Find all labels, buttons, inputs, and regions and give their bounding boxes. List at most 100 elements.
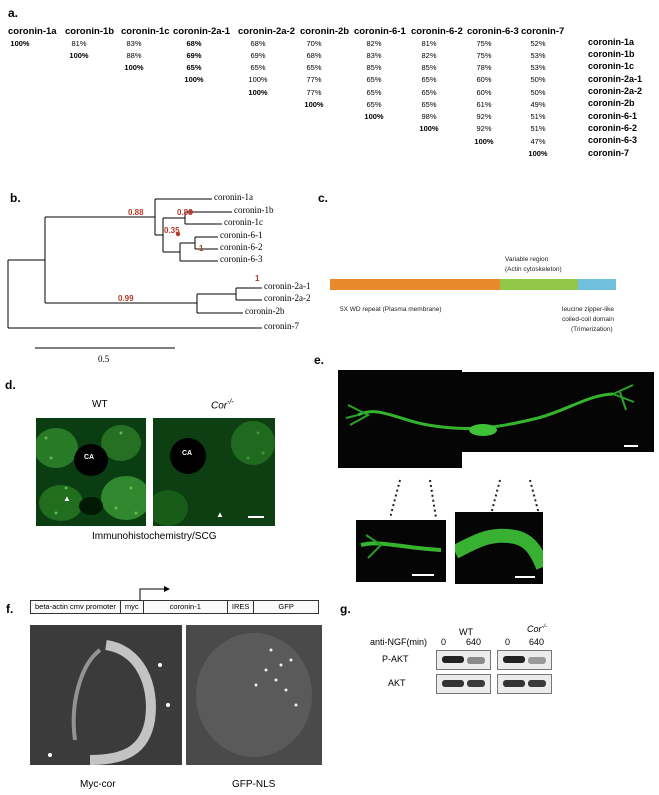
ca-label: CA bbox=[182, 450, 193, 457]
micrograph-wt: CA ▲ bbox=[36, 418, 146, 526]
construct-myc: myc bbox=[121, 601, 144, 613]
table-cell: 85% bbox=[366, 63, 382, 72]
coiled-coil-domain bbox=[578, 279, 616, 290]
table-cell: 77% bbox=[306, 75, 322, 84]
table-cell: 53% bbox=[530, 63, 546, 72]
row-label: coronin-1c bbox=[588, 61, 635, 71]
scale-bar-label: 0.5 bbox=[98, 354, 110, 364]
arrowhead-icon: ▲ bbox=[63, 494, 71, 503]
panel-d-caption: Immunohistochemistry/SCG bbox=[92, 531, 217, 542]
blot-akt-wt bbox=[436, 674, 491, 694]
panel-d-label: d. bbox=[5, 378, 16, 392]
table-cell: 65% bbox=[421, 100, 437, 109]
row-label: coronin-6-1 bbox=[588, 111, 638, 121]
cor-knockout-label: Cor-/- bbox=[211, 399, 234, 412]
row-label: coronin-6-3 bbox=[588, 135, 638, 145]
time-640-cor: 640 bbox=[529, 637, 545, 647]
column-header: coronin-1b bbox=[65, 26, 115, 37]
table-cell: 81% bbox=[421, 39, 437, 48]
column-header: coronin-6-1 bbox=[354, 26, 406, 37]
table-cell: 52% bbox=[530, 39, 546, 48]
image-myc-cor bbox=[30, 625, 182, 765]
wt-label: WT bbox=[92, 399, 108, 410]
anti-ngf-label: anti-NGF(min) bbox=[370, 637, 428, 647]
scale-bar bbox=[248, 516, 264, 518]
bootstrap-value: 1 bbox=[199, 244, 204, 253]
zoom-inset-right bbox=[455, 512, 543, 584]
leucine-label: leucine zipper-like bbox=[562, 306, 615, 313]
promoter-arrow-icon bbox=[139, 586, 170, 601]
bootstrap-value: 1 bbox=[255, 274, 260, 283]
column-header: coronin-1c bbox=[121, 26, 170, 37]
leaf-coronin-2a-2: coronin-2a-2 bbox=[264, 293, 311, 303]
row-label: coronin-2a-1 bbox=[588, 74, 643, 84]
table-cell: 75% bbox=[476, 51, 492, 60]
ca-label: CA bbox=[84, 454, 95, 461]
table-cell: 65% bbox=[306, 63, 322, 72]
row-label: coronin-2a-2 bbox=[588, 86, 643, 96]
row-label: coronin-2b bbox=[588, 98, 635, 108]
table-cell: 65% bbox=[250, 63, 266, 72]
column-header: coronin-2a-1 bbox=[173, 26, 231, 37]
table-cell: 83% bbox=[126, 39, 142, 48]
wt-tissue-image bbox=[36, 418, 146, 526]
western-cor-label: Cor-/- bbox=[527, 624, 548, 634]
phylogenetic-tree bbox=[7, 198, 262, 349]
wd-repeat-domain bbox=[330, 279, 500, 290]
band bbox=[467, 680, 485, 687]
table-cell: 100% bbox=[304, 100, 324, 109]
table-cell: 60% bbox=[476, 75, 492, 84]
band bbox=[528, 657, 546, 664]
blot-akt-cor bbox=[497, 674, 552, 694]
table-cell: 49% bbox=[530, 100, 546, 109]
table-cell: 65% bbox=[366, 88, 382, 97]
bootstrap-value: 0.35 bbox=[164, 226, 180, 235]
zoom-inset-left bbox=[356, 520, 446, 582]
time-640-wt: 640 bbox=[466, 637, 482, 647]
table-cell: 51% bbox=[530, 124, 546, 133]
variable-region-sub: (Actin cytoskeleton) bbox=[505, 266, 562, 273]
zoom-indicator-lines bbox=[390, 479, 541, 519]
construct-diagram: beta-actin cmv promoter myc coronin-1 IR… bbox=[30, 600, 319, 614]
band bbox=[503, 680, 525, 687]
table-cell: 81% bbox=[71, 39, 87, 48]
panel-g-label: g. bbox=[340, 602, 351, 616]
panel-f-label: f. bbox=[6, 602, 14, 616]
table-cell: 100% bbox=[364, 112, 384, 121]
bootstrap-value: 0.88 bbox=[177, 208, 193, 217]
table-cell: 92% bbox=[476, 112, 492, 121]
leaf-coronin-6-2: coronin-6-2 bbox=[220, 242, 263, 252]
table-cell: 50% bbox=[530, 75, 546, 84]
leaf-coronin-6-1: coronin-6-1 bbox=[220, 230, 263, 240]
table-cell: 100% bbox=[419, 124, 439, 133]
trimerization-label: (Trimerization) bbox=[571, 326, 613, 333]
table-cell: 82% bbox=[421, 51, 437, 60]
variable-region-title: Variable region bbox=[505, 256, 549, 263]
construct-promoter: beta-actin cmv promoter bbox=[31, 601, 121, 613]
table-cell: 51% bbox=[530, 112, 546, 121]
leaf-coronin-7: coronin-7 bbox=[264, 321, 299, 331]
bootstrap-value: 0.99 bbox=[118, 294, 134, 303]
band bbox=[503, 656, 525, 663]
leaf-coronin-1b: coronin-1b bbox=[234, 205, 274, 215]
table-cell: 61% bbox=[476, 100, 492, 109]
table-cell: 50% bbox=[530, 88, 546, 97]
table-cell: 78% bbox=[476, 63, 492, 72]
table-cell: 100% bbox=[248, 75, 268, 84]
leaf-coronin-2b: coronin-2b bbox=[245, 306, 285, 316]
column-header: coronin-1a bbox=[8, 26, 57, 37]
table-cell: 69% bbox=[186, 51, 202, 60]
table-cell: 98% bbox=[421, 112, 437, 121]
table-cell: 100% bbox=[248, 88, 268, 97]
image-gfp-nls bbox=[186, 625, 322, 765]
table-cell: 70% bbox=[306, 39, 322, 48]
row-akt-label: AKT bbox=[388, 678, 406, 688]
table-cell: 65% bbox=[186, 63, 202, 72]
leaf-coronin-1a: coronin-1a bbox=[214, 192, 253, 202]
leaf-coronin-6-3: coronin-6-3 bbox=[220, 254, 263, 264]
band bbox=[528, 680, 546, 687]
table-cell: 100% bbox=[474, 137, 494, 146]
western-wt-label: WT bbox=[459, 627, 473, 637]
construct-gfp: GFP bbox=[278, 602, 294, 611]
row-label: coronin-1b bbox=[588, 49, 635, 59]
